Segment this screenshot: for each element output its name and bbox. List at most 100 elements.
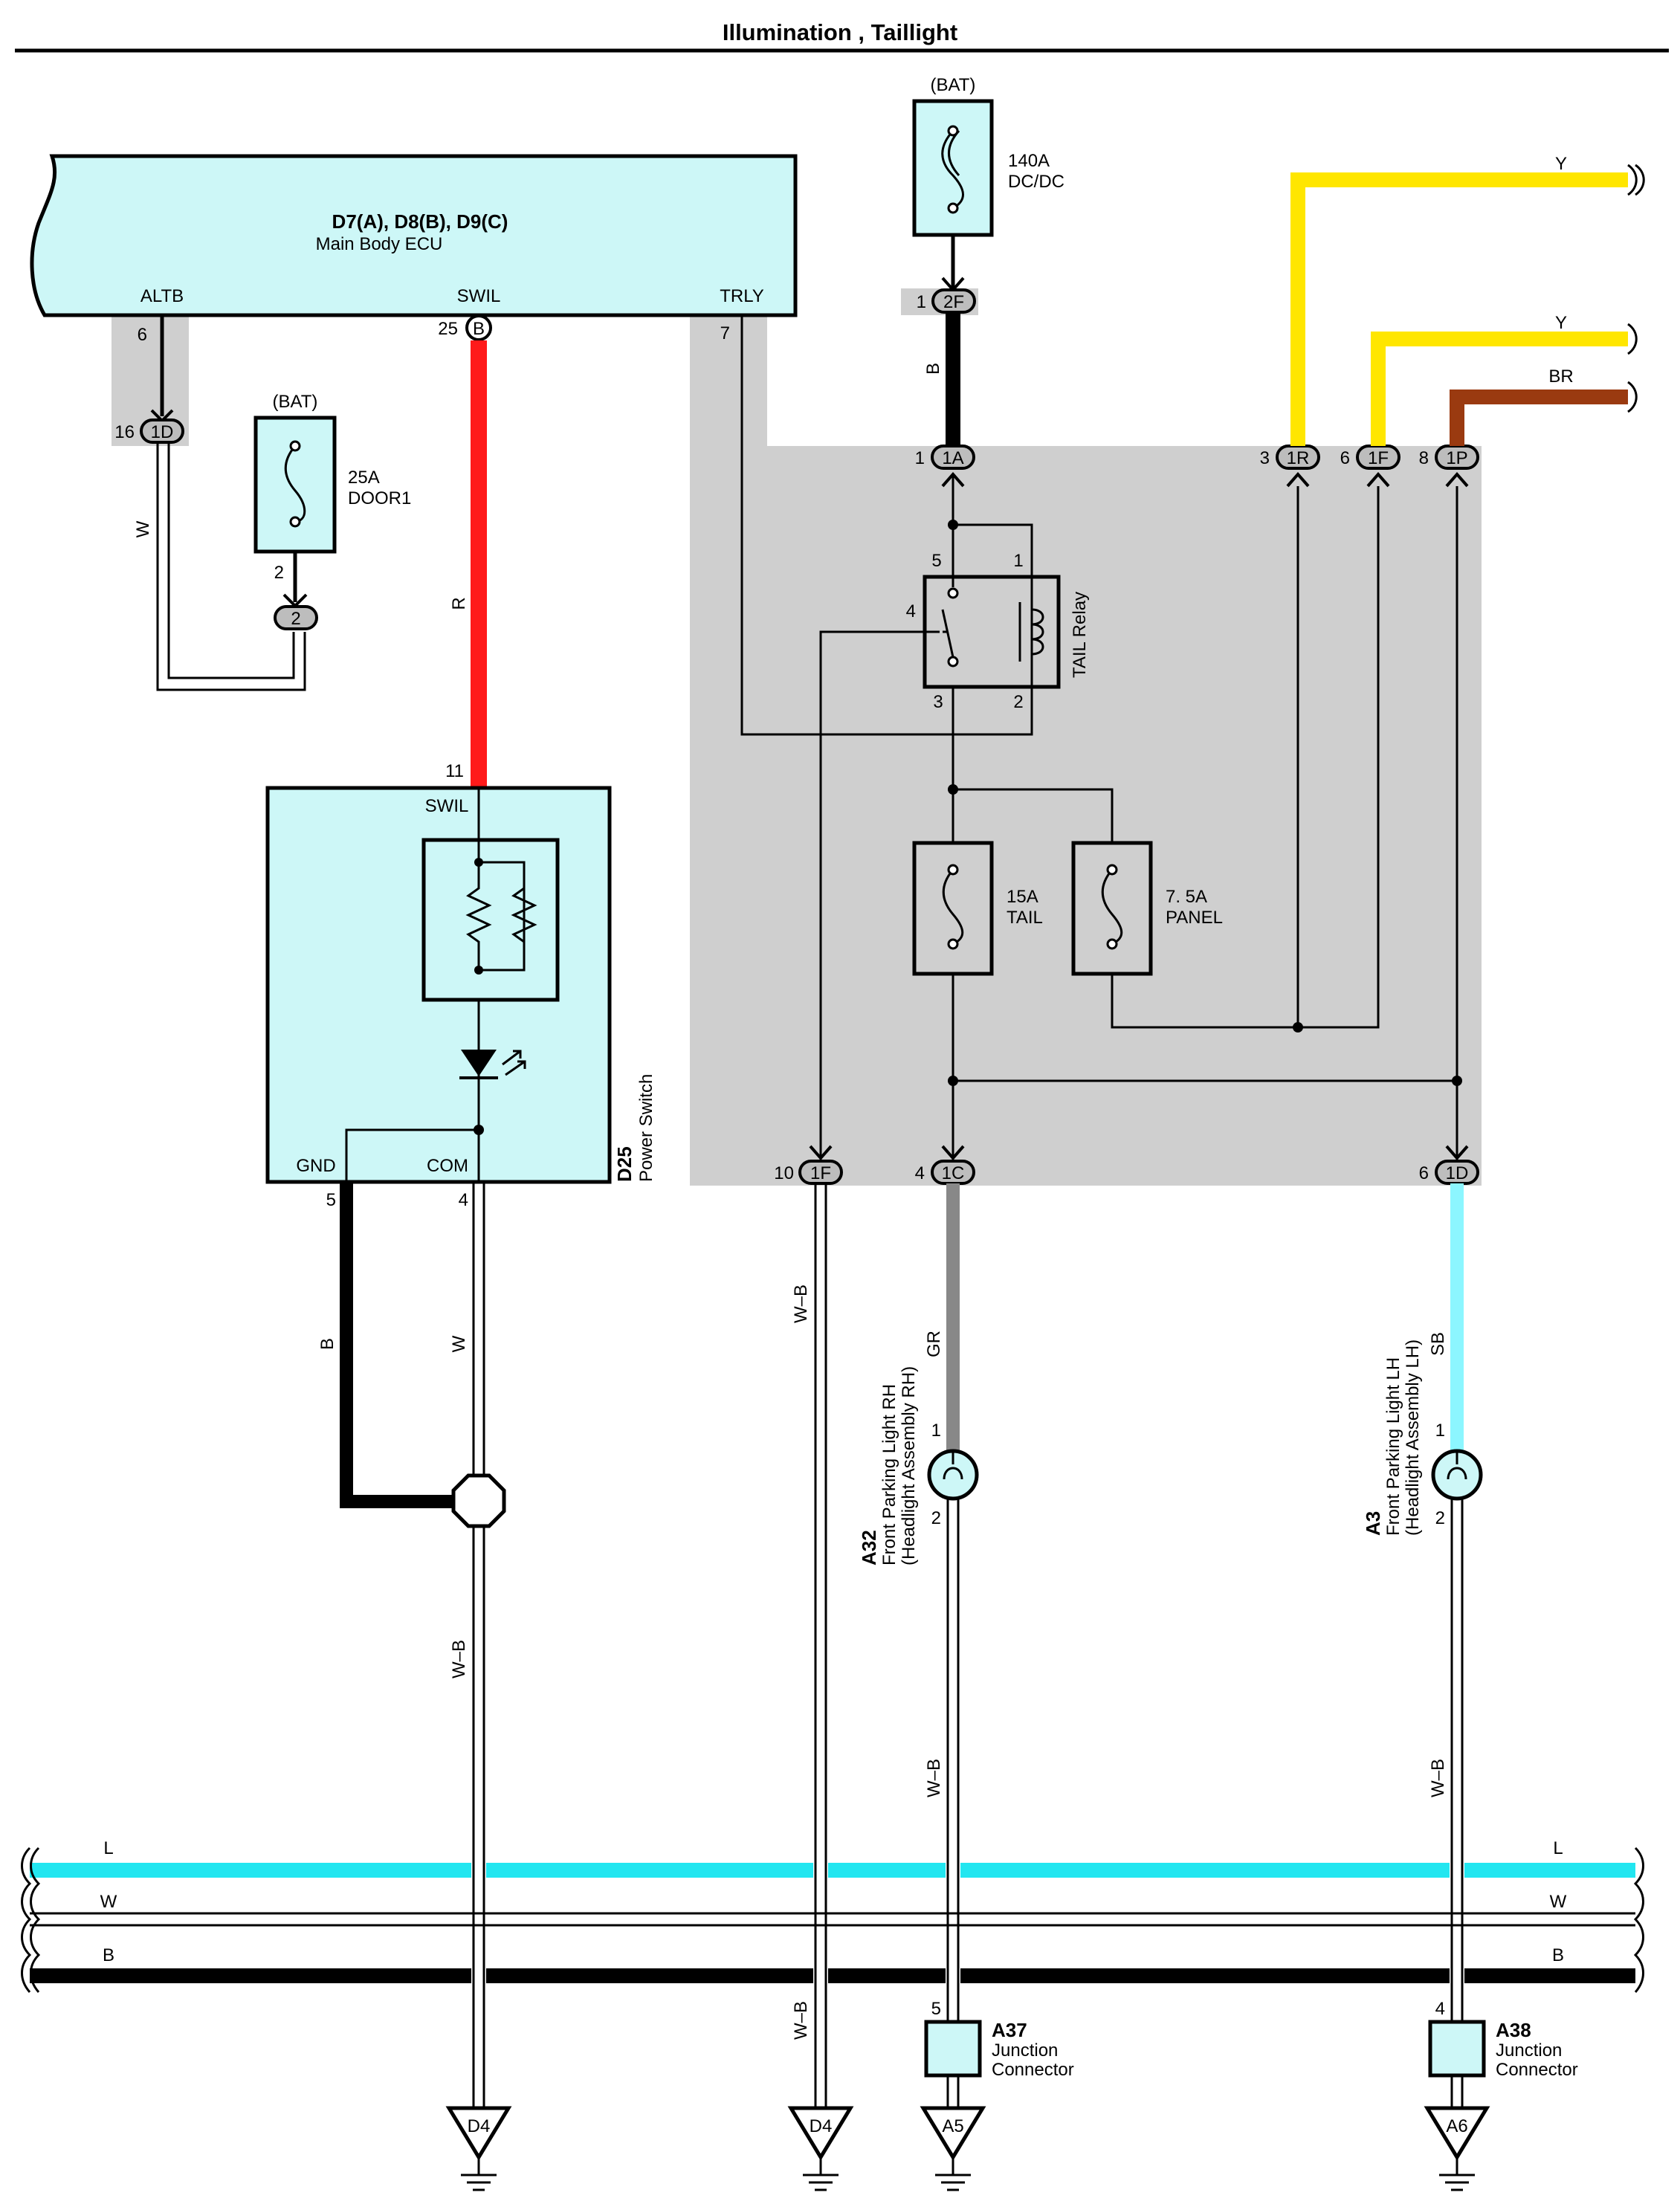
svg-text:3: 3	[933, 692, 943, 712]
svg-text:B: B	[317, 1338, 337, 1350]
svg-text:4: 4	[459, 1190, 468, 1210]
bus-line-b	[30, 1968, 1635, 1983]
svg-text:GR: GR	[924, 1331, 944, 1357]
svg-text:Y: Y	[1555, 313, 1567, 333]
ground-a5: A5	[920, 2106, 986, 2191]
wire-label-w-altb: W	[133, 520, 153, 537]
svg-text:11: 11	[445, 761, 464, 781]
svg-text:R: R	[449, 597, 469, 610]
svg-text:1: 1	[1435, 1421, 1445, 1441]
ground-d4-right: D4	[787, 2106, 854, 2191]
d25-name: Power Switch	[636, 1074, 656, 1182]
svg-text:2: 2	[931, 1508, 941, 1528]
ground-a6: A6	[1424, 2106, 1490, 2191]
ground-bus: L L W W B B	[21, 1838, 1644, 1993]
svg-text:2: 2	[1013, 692, 1023, 712]
svg-text:SWIL: SWIL	[425, 796, 469, 816]
svg-text:10: 10	[774, 1163, 794, 1183]
svg-text:6: 6	[1340, 448, 1350, 468]
svg-text:A6: A6	[1446, 2116, 1467, 2136]
main-body-ecu: D7(A), D8(B), D9(C) Main Body ECU ALTB S…	[30, 154, 798, 317]
fuse-door1: (BAT) 25A DOOR1 2 2	[253, 392, 411, 630]
svg-text:1P: 1P	[1446, 448, 1467, 468]
a38-ref: A38	[1496, 2019, 1531, 2041]
wire-yellow-1r	[1290, 172, 1628, 446]
svg-text:7. 5A: 7. 5A	[1166, 887, 1207, 907]
svg-text:W–B: W–B	[924, 1759, 944, 1797]
bus-line-l	[30, 1863, 1635, 1878]
a3-name: Front Parking Light LH	[1383, 1357, 1403, 1536]
svg-text:GND: GND	[296, 1156, 335, 1176]
svg-text:D4: D4	[810, 2116, 833, 2136]
svg-text:1R: 1R	[1287, 448, 1310, 468]
relay-coil-icon	[1030, 595, 1044, 676]
svg-text:Junction: Junction	[1496, 2040, 1562, 2061]
svg-text:W–B: W–B	[1428, 1759, 1448, 1797]
svg-text:3: 3	[1260, 448, 1270, 468]
svg-text:8: 8	[1419, 448, 1429, 468]
svg-text:1A: 1A	[942, 448, 963, 468]
svg-text:16: 16	[114, 422, 135, 442]
svg-text:W: W	[1550, 1892, 1567, 1912]
svg-text:Connector: Connector	[992, 2060, 1074, 2080]
svg-text:W–B: W–B	[449, 1640, 469, 1678]
tail-relay-circuit: 5 1 4 3 2 TAIL Relay 15A TAIL 7. 5A PANE…	[809, 476, 1469, 1161]
splice-point	[451, 1473, 506, 1528]
svg-text:BR: BR	[1548, 366, 1573, 387]
door1-rating: 25A	[348, 468, 380, 488]
conn-door1	[274, 605, 318, 630]
altb-circuit: 6 1D 16 W	[114, 315, 306, 691]
svg-text:4: 4	[906, 601, 916, 621]
svg-text:B: B	[1552, 1945, 1564, 1965]
ground-icon	[787, 2106, 854, 2161]
altb-pin-number: 6	[138, 325, 147, 345]
wire-wb-1f	[814, 1183, 827, 2107]
front-parking-light-rh: 1 2 A32 Front Parking Light RH (Headligh…	[858, 1366, 979, 1565]
svg-text:5: 5	[931, 1999, 941, 2019]
door1-name: DOOR1	[348, 488, 411, 508]
svg-text:PANEL: PANEL	[1166, 908, 1223, 928]
a32-name: Front Parking Light RH	[879, 1384, 899, 1565]
resistor-1	[465, 866, 492, 970]
svg-text:B: B	[103, 1945, 114, 1965]
power-switch-d25: 11 SWIL GND COM D25 Power Switch 5 4	[265, 761, 656, 1210]
svg-text:6: 6	[1419, 1163, 1429, 1183]
wire-skyblue-1d	[1450, 1183, 1464, 1451]
svg-text:Y: Y	[1555, 154, 1567, 174]
junction-block-shade	[690, 446, 1482, 1186]
ground-icon	[920, 2106, 986, 2161]
svg-text:1: 1	[915, 448, 925, 468]
junction-connector-a38: 4 A38 Junction Connector	[1428, 1999, 1578, 2080]
svg-text:Junction: Junction	[992, 2040, 1058, 2061]
svg-text:25: 25	[438, 319, 458, 339]
svg-text:1F: 1F	[810, 1163, 831, 1183]
svg-text:5: 5	[931, 551, 941, 571]
wire-black-2f	[946, 312, 960, 446]
ecu-pin-trly: TRLY	[720, 286, 764, 306]
svg-text:B: B	[923, 363, 943, 375]
svg-text:2F: 2F	[943, 292, 964, 312]
wire-black-gnd	[340, 1183, 461, 1508]
svg-text:4: 4	[915, 1163, 925, 1183]
ecu-pin-altb: ALTB	[140, 286, 184, 306]
svg-text:(BAT): (BAT)	[273, 392, 318, 412]
ecu-pin-swil: SWIL	[457, 286, 501, 306]
svg-text:15A: 15A	[1007, 887, 1038, 907]
resistor-2	[511, 887, 537, 943]
a37-ref: A37	[992, 2019, 1027, 2041]
svg-text:(BAT): (BAT)	[931, 75, 976, 95]
a32-ref: A32	[858, 1530, 880, 1565]
svg-text:1: 1	[917, 292, 926, 312]
tail-relay-label: TAIL Relay	[1070, 592, 1090, 678]
svg-text:L: L	[103, 1838, 113, 1858]
a3-ref: A3	[1362, 1511, 1384, 1536]
ecu-ref: D7(A), D8(B), D9(C)	[332, 210, 508, 233]
ground-icon	[445, 2106, 512, 2161]
junction-connector-a37: 5 A37 Junction Connector	[924, 1999, 1074, 2080]
svg-text:1: 1	[931, 1421, 941, 1441]
wire-red-swil	[471, 340, 487, 786]
svg-text:D4: D4	[468, 2116, 491, 2136]
svg-text:W: W	[100, 1892, 117, 1912]
d25-ref: D25	[613, 1146, 636, 1182]
conn-1d-top	[140, 418, 184, 444]
